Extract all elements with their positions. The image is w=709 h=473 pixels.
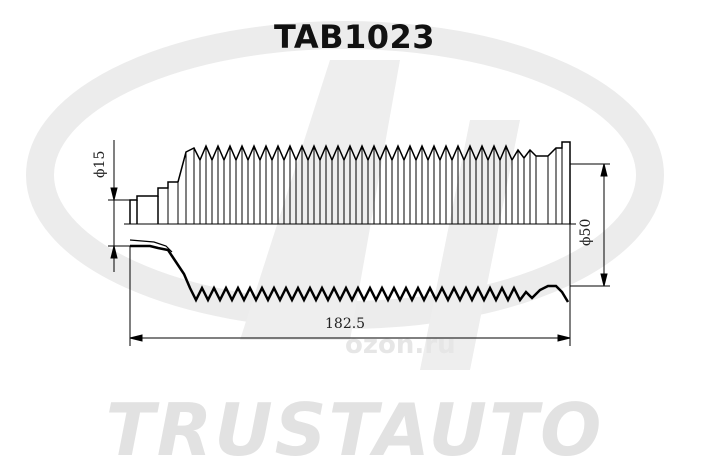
small-diameter-label: ϕ15 (92, 150, 108, 178)
pleat-lines (167, 146, 563, 224)
part-number-title: TAB1023 (273, 18, 436, 56)
length-dimension-label: 182.5 (325, 316, 366, 332)
dimension-lines (108, 140, 610, 346)
brand-watermark: TRUSTAUTO (105, 388, 604, 472)
boot-upper-outline (129, 141, 571, 224)
watermark-site: ozon.ru (345, 330, 456, 360)
boot-lower-section (129, 239, 570, 303)
large-diameter-label: ϕ50 (578, 218, 594, 246)
